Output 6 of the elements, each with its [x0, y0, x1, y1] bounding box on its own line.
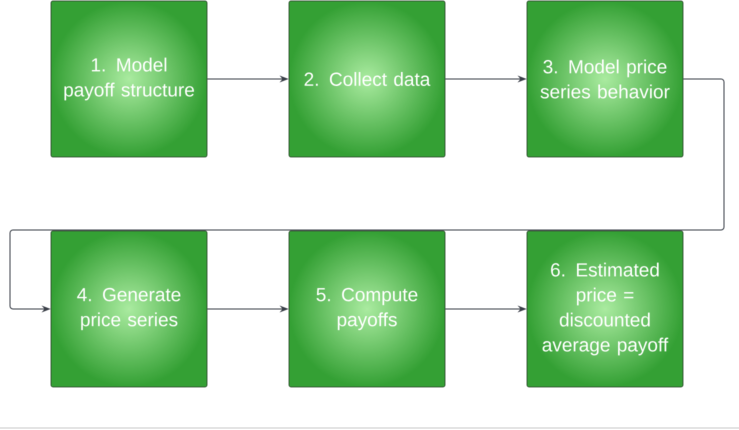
process-box: 2. Collect data	[288, 0, 446, 158]
process-box: 1. Model payoff structure	[50, 0, 208, 158]
process-box: 4. Generate price series	[50, 230, 208, 388]
process-box: 6. Estimated price = discounted average payoff	[526, 230, 684, 388]
process-box: 3. Model price series behavior	[526, 0, 684, 158]
process-box: 5. Compute payoffs	[288, 230, 446, 388]
